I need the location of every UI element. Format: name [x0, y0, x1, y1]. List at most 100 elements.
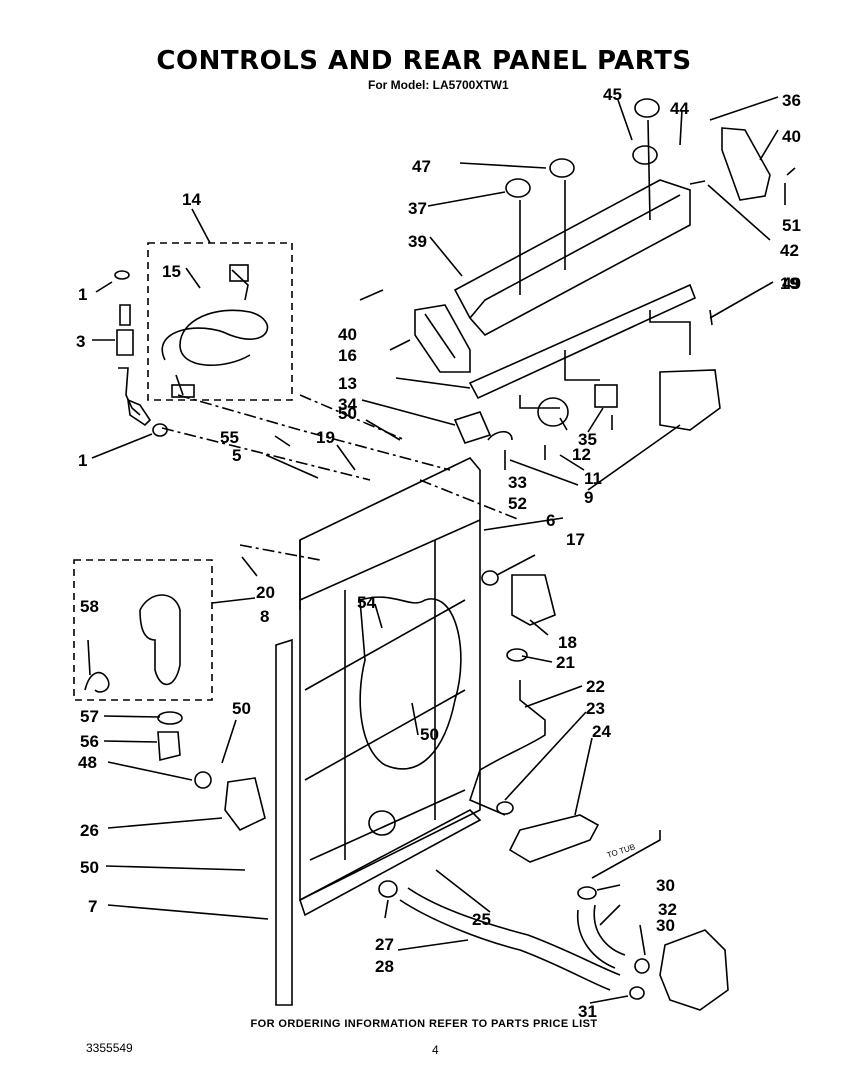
callout-3: 3 — [76, 332, 85, 351]
callout-30: 30 — [656, 916, 675, 935]
knob-37 — [505, 178, 531, 198]
callout-13: 13 — [338, 374, 357, 393]
callout-26: 26 — [80, 821, 99, 840]
callout-6: 6 — [546, 511, 555, 530]
wire-harness-54 — [359, 596, 462, 770]
callout-32: 32 — [658, 900, 677, 919]
callout-14: 14 — [182, 190, 201, 209]
rear-panel-top-flange — [299, 519, 481, 610]
inlet-elbow — [127, 398, 152, 427]
leader-lines-left — [91, 208, 471, 479]
callout-50: 50 — [420, 725, 439, 744]
callout-33: 33 — [508, 473, 527, 492]
capacitor-34 — [453, 411, 492, 444]
side-rail-7 — [275, 638, 293, 1006]
callout-25: 25 — [472, 910, 491, 929]
switch-35 — [594, 384, 618, 408]
clamp-30 — [634, 958, 650, 974]
callout-27: 27 — [375, 935, 394, 954]
callout-56: 56 — [80, 732, 99, 751]
callout-17: 17 — [566, 530, 585, 549]
clamp-30-top — [577, 886, 597, 900]
callout-52: 52 — [508, 494, 527, 513]
callout-42: 42 — [780, 241, 799, 260]
timer — [659, 369, 721, 431]
callout-45: 45 — [603, 85, 622, 104]
control-console — [453, 179, 691, 337]
page-title: CONTROLS AND REAR PANEL PARTS — [156, 46, 692, 76]
clamp-27 — [378, 880, 398, 898]
inlet-hose — [469, 680, 546, 816]
valve-screen — [481, 570, 499, 586]
ring-57 — [157, 711, 183, 725]
knob-44 — [634, 98, 660, 118]
washer-bottom — [152, 423, 168, 437]
tub-pointer — [591, 830, 661, 879]
coupling-56 — [157, 731, 181, 762]
document-number: 3355549 — [86, 1041, 133, 1055]
leader-lines-right — [87, 96, 786, 1004]
switch-12 — [537, 397, 569, 427]
callout-50: 50 — [80, 858, 99, 877]
knob-shafts — [519, 119, 651, 295]
power-cord — [161, 269, 269, 396]
power-plug — [229, 264, 249, 282]
callout-58: 58 — [80, 597, 99, 616]
hook-58 — [84, 671, 110, 693]
callout-19: 19 — [780, 274, 799, 293]
callout-49: 49 — [782, 274, 801, 293]
callout-15: 15 — [162, 262, 181, 281]
callout-8: 8 — [260, 607, 269, 626]
bracket-drops — [519, 310, 691, 409]
callout-1: 1 — [78, 285, 87, 304]
callout-36: 36 — [782, 91, 801, 110]
valve-arrow-17 — [496, 554, 536, 576]
callout-19: 19 — [316, 428, 335, 447]
water-valve — [511, 574, 556, 626]
rear-panel-bottom-flange — [299, 809, 482, 917]
callout-22: 22 — [586, 677, 605, 696]
clamp-33 — [487, 430, 513, 441]
line-art — [73, 96, 796, 1011]
drain-hose-group-box — [73, 559, 213, 701]
callout-39: 39 — [408, 232, 427, 251]
clamp-21 — [506, 648, 528, 662]
console-right-cap — [721, 127, 771, 201]
nozzle-24 — [508, 814, 600, 863]
callout-50: 50 — [338, 404, 357, 423]
callout-5: 5 — [232, 446, 241, 465]
callout-55: 55 — [220, 428, 239, 447]
callout-7: 7 — [88, 897, 97, 916]
callout-40: 40 — [782, 127, 801, 146]
knob-45 — [632, 145, 658, 165]
rear-panel-ribs — [304, 540, 466, 861]
dashed-connectors — [161, 394, 521, 561]
cord-strain-relief — [171, 384, 195, 398]
callout-11: 11 — [584, 469, 602, 488]
callout-35: 35 — [578, 430, 597, 449]
console-end-cap — [414, 304, 471, 373]
callout-48: 48 — [78, 753, 97, 772]
power-cord-group-box — [147, 242, 293, 401]
callout-57: 57 — [80, 707, 99, 726]
callout-20: 20 — [256, 583, 275, 602]
callout-34: 34 — [338, 395, 357, 414]
drain-tube-28 — [399, 899, 611, 991]
callout-9: 9 — [584, 488, 593, 507]
washer-top — [114, 270, 130, 280]
inlet-fitting — [116, 304, 141, 416]
clamp-23 — [496, 801, 514, 815]
mounting-bracket — [468, 283, 697, 400]
callout-51: 51 — [782, 216, 801, 235]
drain-tube-28-inner — [407, 887, 621, 976]
callout-40: 40 — [338, 325, 357, 344]
callout-1: 1 — [78, 451, 87, 470]
callout-54: 54 — [357, 593, 376, 612]
inlet-opening — [368, 810, 396, 836]
drain-hose-58 — [139, 594, 181, 686]
callout-12: 12 — [572, 445, 591, 464]
callout-50: 50 — [232, 699, 251, 718]
callout-47: 47 — [412, 157, 431, 176]
clamp-48 — [194, 771, 212, 789]
